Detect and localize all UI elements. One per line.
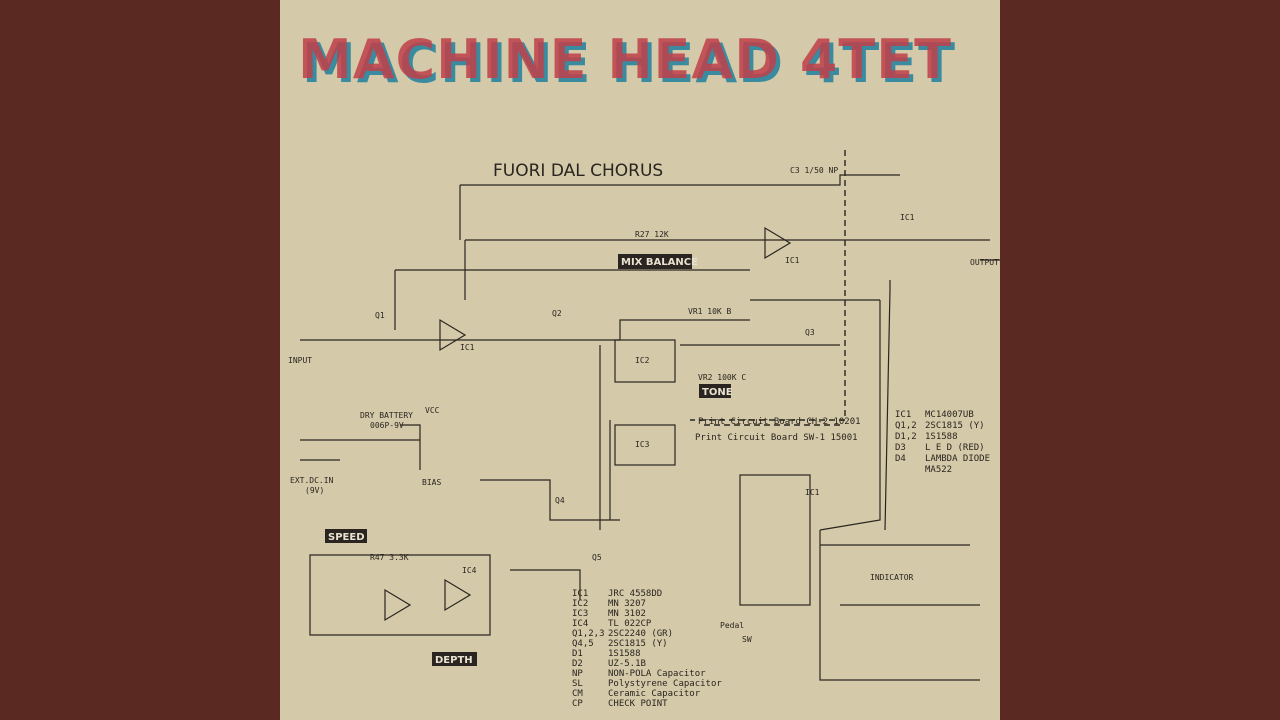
part-ref: CM [572, 689, 583, 699]
tag-mix: MIX BALANCE [621, 257, 698, 268]
ic-chips [614, 339, 811, 606]
part-value: UZ-5.1B [608, 659, 646, 669]
label-r47: R47 3.3K [370, 553, 409, 562]
part-value: 2SC1815 (Y) [925, 421, 985, 431]
part-value: LAMBDA DIODE [925, 454, 990, 464]
part-ref: NP [572, 669, 583, 679]
part-value: 1S1588 [925, 432, 958, 442]
label-sw: SW [742, 635, 752, 644]
part-ref: CP [572, 699, 583, 709]
label-pedal: Pedal [720, 621, 744, 630]
label-q4: Q4 [555, 496, 565, 505]
part-ref: Q1,2,3 [572, 629, 605, 639]
label-indicator: INDICATOR [870, 573, 914, 582]
label-battery: DRY BATTERY [360, 411, 413, 420]
label-q3: Q3 [805, 328, 815, 337]
part-ref: D4 [895, 454, 906, 464]
part-value: 2SC1815 (Y) [608, 639, 668, 649]
part-value: MN 3207 [608, 599, 646, 609]
part-ref: D3 [895, 443, 906, 453]
label-ic1: IC1 [460, 343, 475, 352]
label-ic3: IC3 [635, 440, 650, 449]
title: MACHINE HEAD 4TET [298, 28, 952, 91]
part-ref: IC3 [572, 609, 588, 619]
part-ref: IC4 [572, 619, 588, 629]
tag-speed: SPEED [328, 532, 365, 543]
schematic-diagram: MACHINE HEAD 4TET MACHINE HEAD 4TET FUOR… [288, 28, 1000, 709]
subtitle: FUORI DAL CHORUS [493, 161, 663, 181]
label-ic4: IC4 [462, 566, 477, 575]
part-value: NON-POLA Capacitor [608, 669, 706, 679]
part-value: 1S1588 [608, 649, 641, 659]
part-ref: Q4,5 [572, 639, 594, 649]
part-ref: D2 [572, 659, 583, 669]
board-sw1: Print Circuit Board SW-1 15001 [695, 433, 858, 443]
label-ic1-d: IC1 [805, 488, 820, 497]
part-value: Ceramic Capacitor [608, 689, 701, 699]
part-ref: D1,2 [895, 432, 917, 442]
part-ref: IC2 [572, 599, 588, 609]
part-value: MA522 [925, 465, 952, 475]
label-q2: Q2 [552, 309, 562, 318]
label-input: INPUT [288, 356, 312, 365]
wires [300, 174, 1000, 681]
label-c3: C3 1/50 NP [790, 166, 838, 175]
diagram-labels: INPUT OUTPUT DRY BATTERY 006P-9V VCC EXT… [288, 166, 999, 644]
tag-tone: TONE [702, 387, 733, 398]
label-ic2: IC2 [635, 356, 650, 365]
part-value: TL 022CP [608, 619, 652, 629]
tags: MIX BALANCE TONE SPEED DEPTH [325, 254, 733, 666]
part-value: L E D (RED) [925, 443, 985, 453]
part-ref: IC1 [895, 410, 911, 420]
part-ref: SL [572, 679, 583, 689]
label-vr1: VR1 10K B [688, 307, 732, 316]
part-value: Polystyrene Capacitor [608, 679, 722, 689]
label-ic1-c: IC1 [900, 213, 915, 222]
label-r27: R27 12K [635, 230, 669, 239]
part-ref: IC1 [572, 589, 588, 599]
part-value: MN 3102 [608, 609, 646, 619]
part-value: MC14007UB [925, 410, 974, 420]
label-vr2: VR2 100K C [698, 373, 746, 382]
opamps [384, 226, 792, 622]
part-value: CHECK POINT [608, 699, 668, 709]
tag-depth: DEPTH [435, 655, 473, 666]
label-bias: BIAS [422, 478, 441, 487]
part-value: JRC 4558DD [608, 589, 662, 599]
board-ch2: Print Circuit Board CH-2 10201 [698, 417, 861, 427]
label-output: OUTPUT [970, 258, 999, 267]
label-ext-v: (9V) [305, 486, 324, 495]
title-shadow: MACHINE HEAD 4TET [302, 32, 956, 95]
board-boundaries [690, 150, 846, 426]
label-battery-type: 006P-9V [370, 421, 404, 430]
part-ref: D1 [572, 649, 583, 659]
album-cover: MACHINE HEAD 4TET MACHINE HEAD 4TET FUOR… [280, 0, 1000, 720]
label-ext-dc: EXT.DC.IN [290, 476, 334, 485]
label-q1: Q1 [375, 311, 385, 320]
label-ic1-b: IC1 [785, 256, 800, 265]
label-vcc: VCC [425, 406, 440, 415]
part-value: 2SC2240 (GR) [608, 629, 673, 639]
part-ref: Q1,2 [895, 421, 917, 431]
label-q5: Q5 [592, 553, 602, 562]
